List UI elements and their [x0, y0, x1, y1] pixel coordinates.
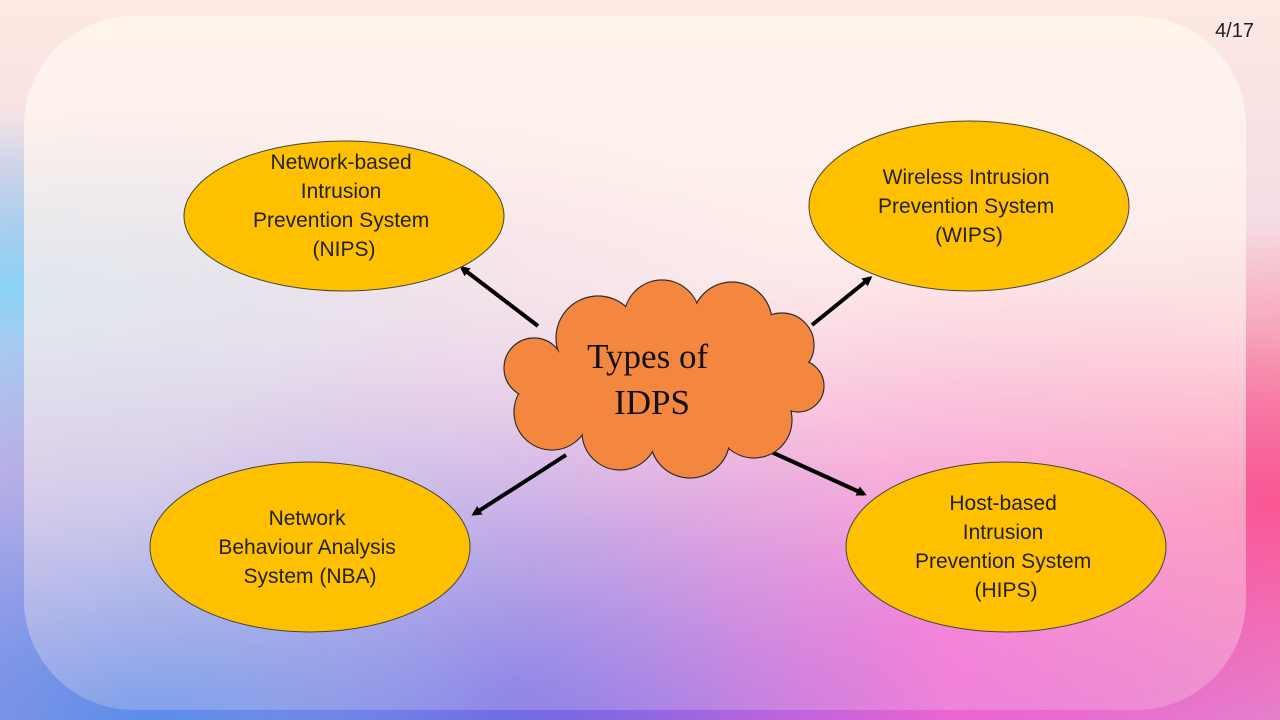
wips-line-3: (WIPS)	[935, 224, 1003, 247]
arrow-to-nips	[459, 266, 540, 328]
hips-line-1: Host-based	[949, 492, 1056, 515]
svg-text:Network-based Intrusion: Network-based Intrusion Prevention Syste…	[253, 151, 435, 261]
node-nips: Network-based Intrusion Prevention Syste…	[183, 140, 505, 292]
nips-line-4: (NIPS)	[313, 238, 376, 261]
arrow-to-nba	[471, 453, 568, 516]
node-wips: Wireless Intrusion Prevention System (WI…	[808, 120, 1130, 292]
svg-text:Network Behaviour Analys: Network Behaviour Analysis System (NBA)	[218, 507, 401, 588]
center-label-line-2: IDPS	[614, 383, 690, 422]
node-hips: Host-based Intrusion Prevention System (…	[845, 461, 1167, 633]
nba-line-3: System (NBA)	[243, 565, 376, 588]
svg-text:Host-based Intrusion: Host-based Intrusion Prevention System (…	[915, 492, 1097, 602]
node-nba: Network Behaviour Analysis System (NBA)	[149, 461, 471, 633]
nba-line-2: Behaviour Analysis	[218, 536, 395, 559]
hips-line-2: Intrusion	[963, 521, 1044, 544]
center-label-line-1: Types of	[587, 337, 708, 376]
svg-text:Wireless Intrusion Preve: Wireless Intrusion Prevention System (WI…	[878, 166, 1060, 247]
wips-line-1: Wireless Intrusion	[883, 166, 1050, 189]
hips-line-4: (HIPS)	[975, 579, 1038, 602]
hips-line-3: Prevention System	[915, 550, 1091, 573]
page-number: 4/17	[1215, 20, 1254, 42]
nips-line-2: Intrusion	[301, 180, 382, 203]
svg-text:Types of IDPS: Types of IDPS	[587, 337, 717, 422]
center-cloud: Types of IDPS	[503, 279, 825, 479]
wips-line-2: Prevention System	[878, 195, 1054, 218]
nips-line-1: Network-based	[270, 151, 411, 174]
nips-line-3: Prevention System	[253, 209, 429, 232]
arrow-to-hips	[766, 448, 867, 496]
nba-line-1: Network	[269, 507, 347, 530]
arrow-to-wips	[810, 276, 873, 327]
